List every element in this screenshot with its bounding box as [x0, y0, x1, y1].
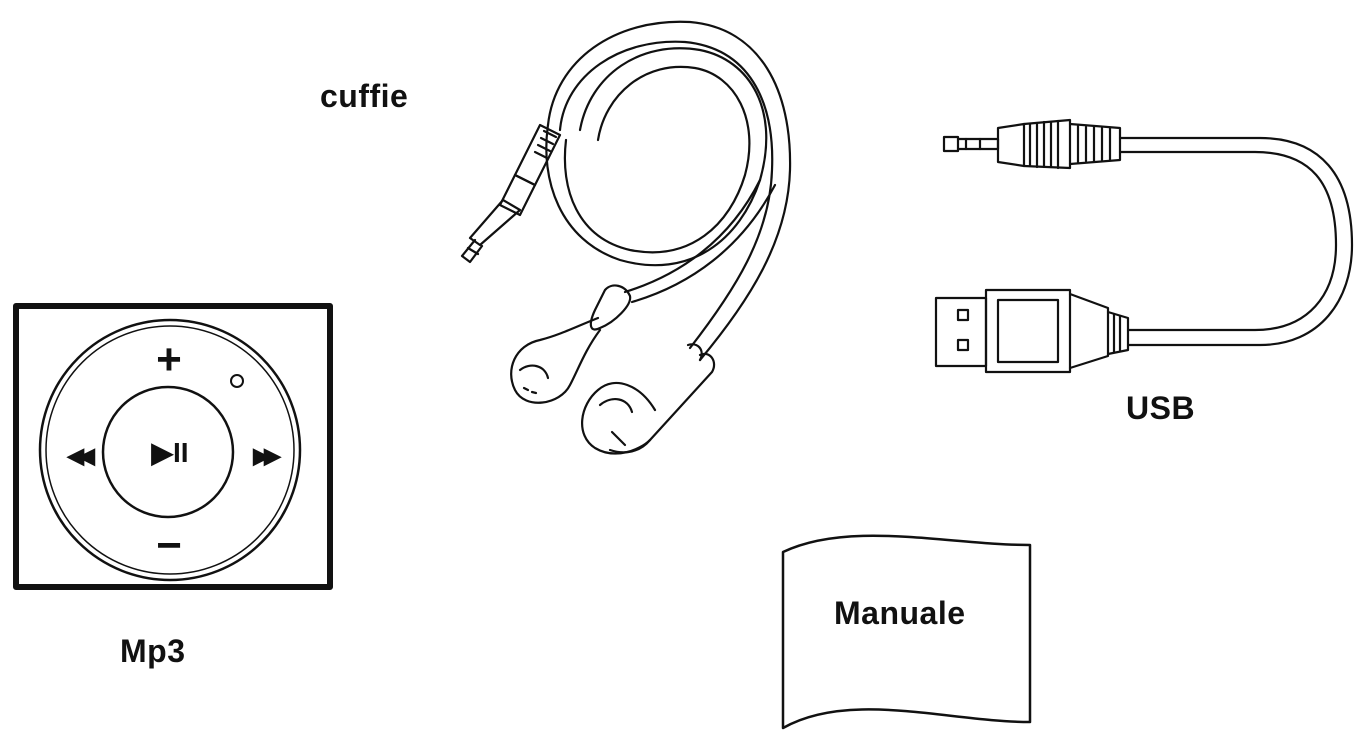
earphone-cable-loop-3	[563, 65, 751, 254]
earphones	[460, 20, 792, 455]
earphones-label: cuffie	[320, 78, 409, 114]
mp3-volume-up-button: +	[156, 335, 182, 384]
usb-label: USB	[1126, 390, 1196, 426]
mp3-play-pause-button: ▶II	[150, 437, 188, 468]
mp3-led-indicator	[230, 374, 244, 388]
manual-booklet	[781, 534, 1032, 730]
earphone-cable-loop-inner	[558, 40, 774, 350]
mp3-player-frame	[13, 303, 333, 590]
mp3-outer-ring	[38, 318, 302, 582]
mp3-next-button: ▶▶	[252, 443, 282, 468]
earphone-cable-to-left	[623, 178, 762, 294]
manual-label: Manuale	[834, 595, 966, 631]
mp3-volume-down-button: −	[156, 521, 182, 570]
earphone-cable-to-left-2	[630, 183, 777, 304]
mp3-center-button	[101, 385, 235, 519]
usb-plug	[934, 288, 1130, 374]
earbud-right	[580, 343, 716, 455]
usb-cable-wire-inner	[1118, 150, 1338, 332]
earphone-cable-loop-2	[545, 47, 768, 267]
usb-cable-wire-outer	[1118, 136, 1354, 347]
earphone-cable-loop-outer	[546, 20, 792, 362]
earbud-left	[510, 284, 632, 404]
earphone-jack-plug	[460, 123, 562, 264]
mp3-player	[13, 303, 333, 590]
mp3-previous-button: ◀◀	[66, 443, 96, 468]
usb-cable-jack	[942, 118, 1122, 170]
mp3-label: Mp3	[120, 633, 186, 669]
usb-cable	[934, 118, 1354, 374]
mp3-outer-ring-inner	[45, 325, 295, 575]
